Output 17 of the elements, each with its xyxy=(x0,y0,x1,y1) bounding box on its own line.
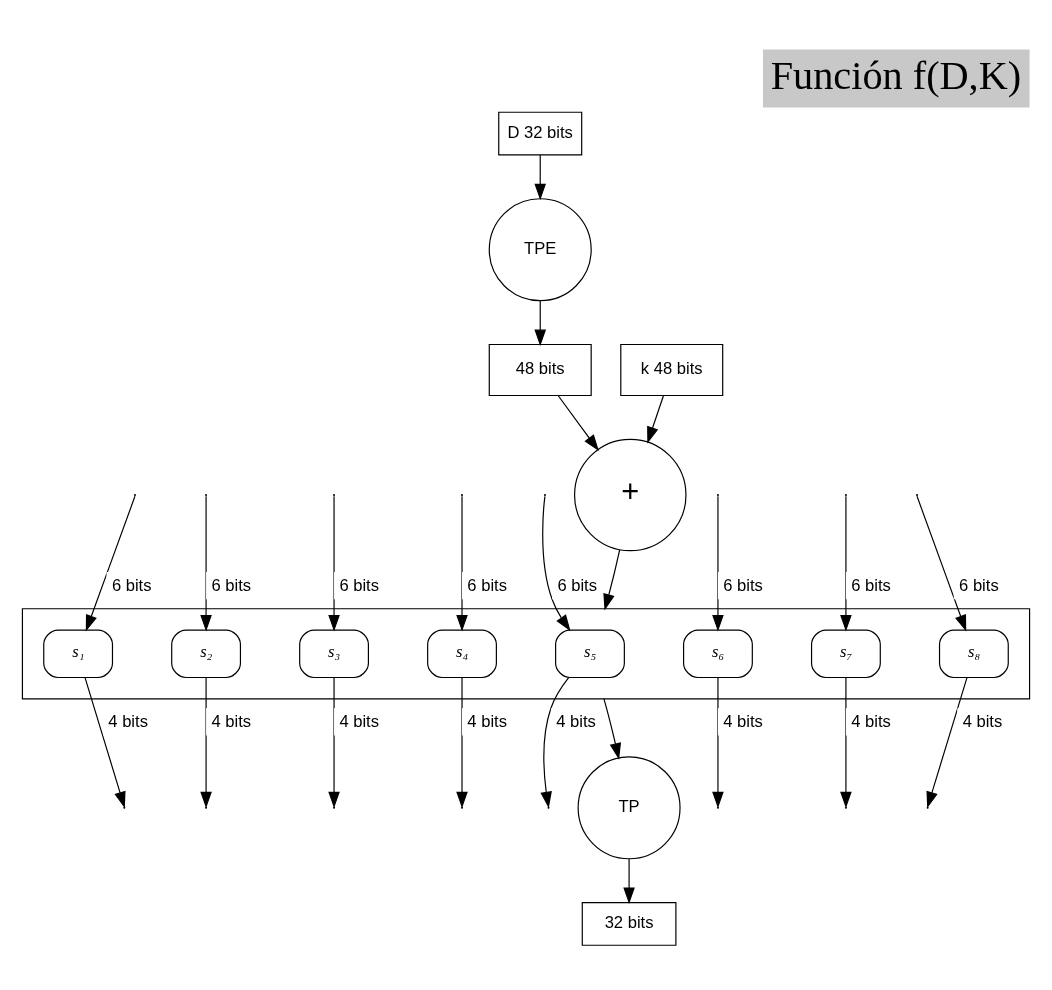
edge-label: 6 bits xyxy=(557,575,598,595)
edge-label: 4 bits xyxy=(962,711,1003,731)
edge-label: 4 bits xyxy=(851,711,891,731)
edge-label: 6 bits xyxy=(467,575,507,595)
edge-label: 4 bits xyxy=(211,711,252,731)
edge-label: 4 bits xyxy=(467,711,507,731)
edge-label: 6 bits xyxy=(339,575,379,595)
edge-label: 6 bits xyxy=(723,575,763,595)
edge-label: 6 bits xyxy=(211,575,252,595)
edge-label: 4 bits xyxy=(723,711,763,731)
edge-label: 6 bits xyxy=(959,575,999,595)
edge-label: 4 bits xyxy=(556,711,596,731)
edge-label: 4 bits xyxy=(108,711,148,731)
edge-label: 4 bits xyxy=(339,711,379,731)
diagram-title: Función f(D,K) xyxy=(770,53,1022,99)
edge-label: 6 bits xyxy=(851,575,891,595)
edge-label: 6 bits xyxy=(111,575,152,595)
